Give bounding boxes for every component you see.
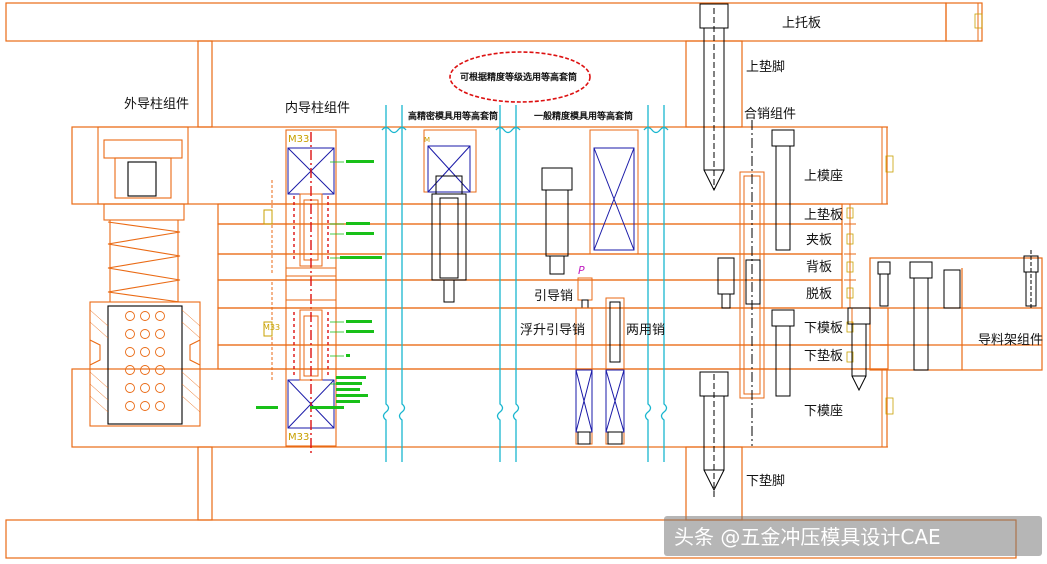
guide-ball xyxy=(155,383,165,393)
label-stock-guide-assembly: 导料架组件 xyxy=(978,333,1043,348)
label-inner-guide-post: 内导柱组件 xyxy=(285,100,350,116)
label-lower-backing-plate: 下垫板 xyxy=(804,348,843,364)
label-lower-die-shoe: 下模座 xyxy=(804,404,843,419)
guide-ball xyxy=(140,365,150,375)
label-m33-bottom: M33 xyxy=(288,432,309,443)
guide-ball xyxy=(125,365,135,375)
label-lower-riser: 下垫脚 xyxy=(746,473,785,489)
stock-guide-body xyxy=(869,257,1043,371)
label-stripper-plate: 脱板 xyxy=(806,287,832,302)
label-m33-top: M33 xyxy=(288,134,309,145)
label-upper-riser: 上垫脚 xyxy=(746,59,785,75)
guide-ball xyxy=(155,329,165,339)
top-clamp-plate-end xyxy=(945,2,983,42)
dimension-values xyxy=(846,13,983,415)
label-callout: 可根据精度等级选用等高套筒 xyxy=(460,71,577,83)
upper-riser-left xyxy=(197,40,213,128)
lower-die-shoe xyxy=(71,368,888,448)
label-m: M xyxy=(424,136,430,144)
break-lines xyxy=(381,105,669,462)
guide-ball xyxy=(140,329,150,339)
label-upper-backing-plate: 上垫板 xyxy=(804,207,843,223)
dimension-lines xyxy=(844,3,979,448)
right-side-components xyxy=(699,3,1039,500)
spec-notes xyxy=(256,160,382,409)
label-clamp-plate: 夹板 xyxy=(806,233,832,248)
guide-ball xyxy=(140,383,150,393)
label-lifter-guide-pin: 浮升引导销 xyxy=(520,323,585,338)
label-p-mark: P xyxy=(578,264,585,277)
guide-ball xyxy=(125,347,135,357)
label-back-plate: 背板 xyxy=(806,260,832,275)
guide-ball xyxy=(140,311,150,321)
spec-leaders xyxy=(330,161,344,385)
guide-ball xyxy=(155,401,165,411)
watermark-text: 头条 @五金冲压模具设计CAE xyxy=(674,525,941,549)
label-dual-use-pin: 两用销 xyxy=(626,323,665,338)
general-precision-bushing-assembly xyxy=(541,129,639,275)
label-closing-pin-assembly: 合销组件 xyxy=(744,107,796,122)
guide-ball xyxy=(155,311,165,321)
label-upper-die-shoe: 上模座 xyxy=(804,169,843,184)
pilot-pins xyxy=(575,277,625,445)
guide-ball xyxy=(155,365,165,375)
guide-ball xyxy=(125,383,135,393)
label-outer-guide-post: 外导柱组件 xyxy=(124,97,189,112)
guide-ball xyxy=(140,401,150,411)
watermark-background xyxy=(664,516,1042,556)
callout-bubble xyxy=(449,51,591,103)
label-general-precision-bushing: 一般精度模具用等高套筒 xyxy=(534,110,633,122)
outer-guide-post-assembly xyxy=(89,126,201,427)
label-m33-mid: M33 xyxy=(263,323,280,332)
label-lower-die-plate: 下模板 xyxy=(804,321,843,336)
label-high-precision-bushing: 高精密模具用等高套筒 xyxy=(408,110,498,122)
upper-die-shoe xyxy=(71,126,888,205)
high-precision-bushing-assembly xyxy=(423,129,477,303)
guide-ball xyxy=(125,311,135,321)
guide-ball xyxy=(140,347,150,357)
guide-ball xyxy=(155,347,165,357)
lower-riser-left xyxy=(197,446,213,521)
label-top-clamp-plate: 上托板 xyxy=(782,16,821,31)
guide-ball xyxy=(125,329,135,339)
label-pilot-pin: 引导销 xyxy=(534,289,573,304)
guide-post-balls xyxy=(125,311,165,411)
inner-guide-post-assembly xyxy=(263,129,337,456)
guide-ball xyxy=(125,401,135,411)
